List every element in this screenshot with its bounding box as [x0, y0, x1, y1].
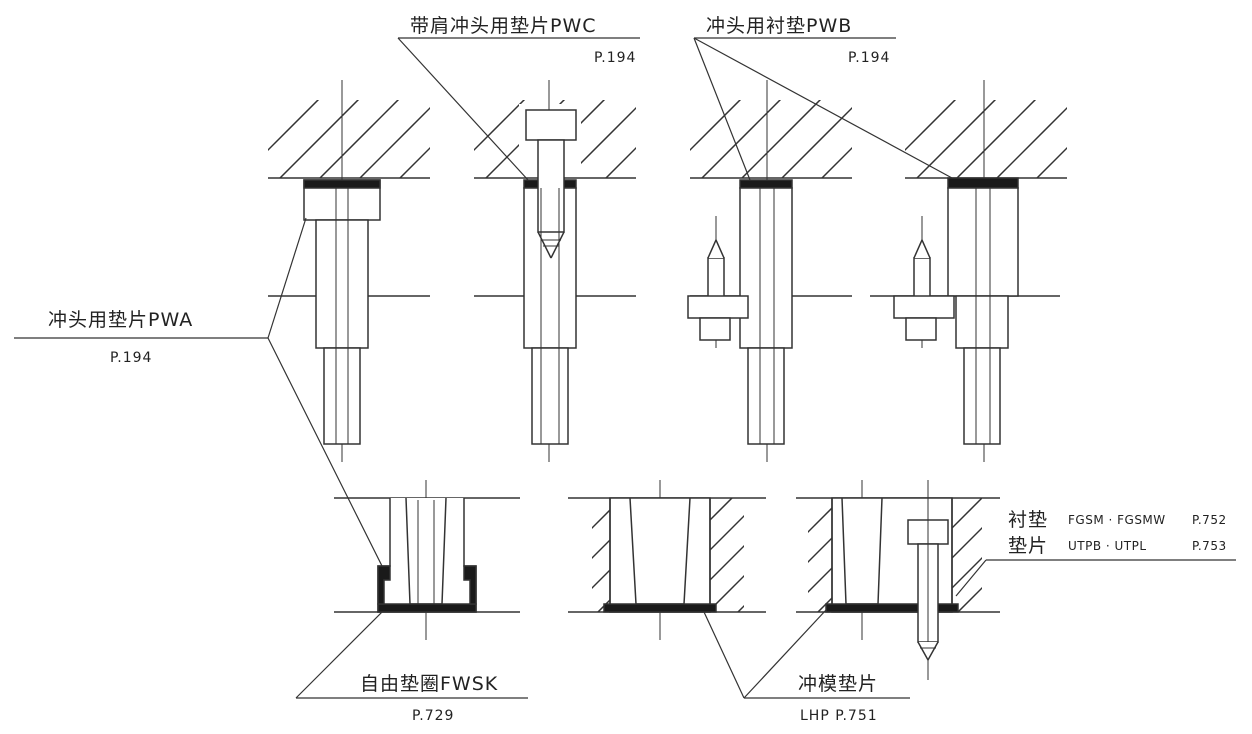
label-right-ref-2: P.753	[1192, 539, 1227, 553]
label-pwc-name: 带肩冲头用垫片PWC	[410, 15, 597, 37]
label-fwsk-ref: P.729	[412, 708, 454, 724]
label-right-items-2: UTPB · UTPL	[1068, 539, 1147, 553]
label-fwsk-name: 自由垫圈FWSK	[360, 673, 498, 695]
label-pwb-ref: P.194	[848, 50, 890, 66]
punch-assembly-pwa	[268, 80, 430, 462]
punch-assembly-pwb-1	[687, 80, 852, 462]
shim-pwb-2	[947, 177, 1019, 189]
die-assembly-fgsm	[796, 480, 1000, 680]
labels: 带肩冲头用垫片PWC P.194 冲头用衬垫PWB P.194 冲头用垫片PWA…	[48, 15, 1227, 724]
label-right-title-2: 垫片	[1008, 535, 1048, 557]
punch-assembly-pwb-2	[870, 80, 1067, 462]
die-assembly-fwsk	[334, 480, 520, 640]
punch-assembly-pwc	[474, 80, 636, 462]
leader-lines	[14, 37, 1236, 699]
shim-fgsm	[825, 603, 959, 613]
label-right-ref-1: P.752	[1192, 513, 1227, 527]
label-pwc-ref: P.194	[594, 50, 636, 66]
label-pwa-name: 冲头用垫片PWA	[48, 309, 193, 331]
shim-lhp-1	[603, 603, 717, 613]
label-lhp-ref: LHP P.751	[800, 708, 878, 724]
label-pwb-name: 冲头用衬垫PWB	[706, 15, 852, 37]
label-lhp-name: 冲模垫片	[798, 673, 878, 695]
shim-pwb-1	[739, 179, 793, 189]
die-assembly-lhp	[568, 480, 766, 640]
label-pwa-ref: P.194	[110, 350, 152, 366]
label-right-title-1: 衬垫	[1008, 509, 1048, 531]
shim-fwsk	[377, 603, 477, 613]
shim-pwa	[303, 179, 381, 189]
label-right-items-1: FGSM · FGSMW	[1068, 513, 1166, 527]
hatch-plate-1	[268, 100, 430, 178]
